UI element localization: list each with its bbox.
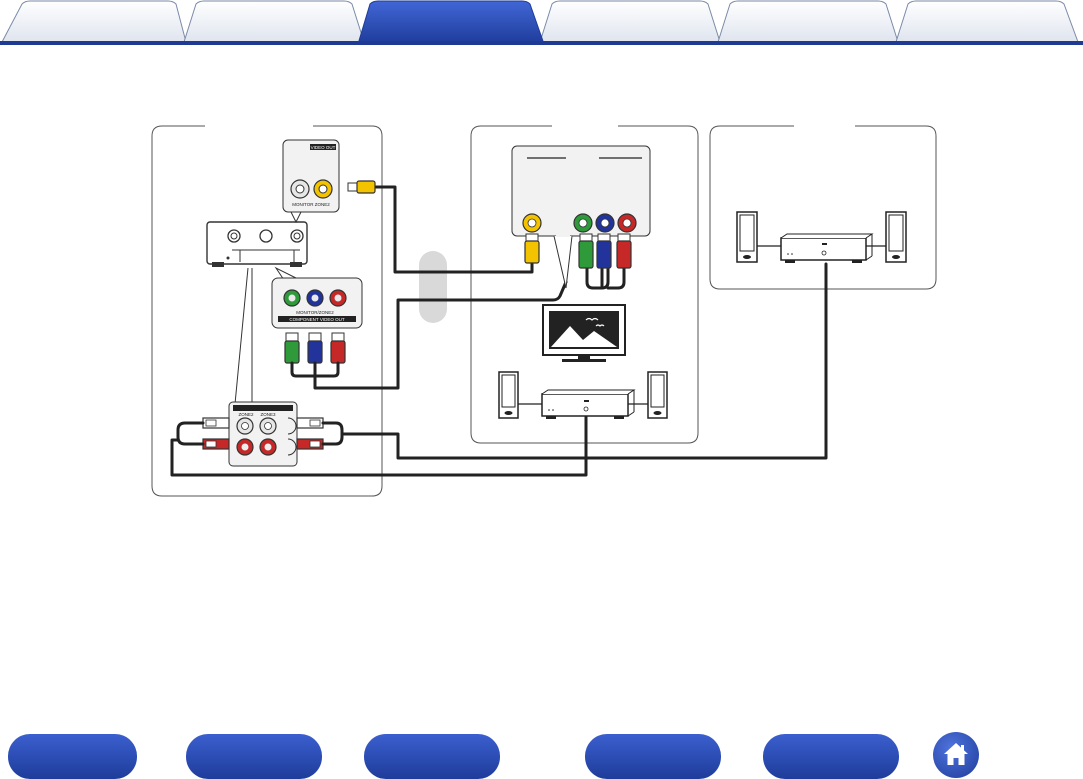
cables [170, 185, 828, 477]
tab-6 [895, 0, 1079, 43]
callout-video-out: VIDEO OUT MONITOR ZONE2 [282, 139, 340, 224]
nav-button-5[interactable] [763, 734, 899, 779]
composite-plug-receiver [347, 180, 376, 194]
tv-input-panel [511, 145, 651, 289]
audio-label-zone3: ZONE3 [260, 412, 276, 417]
tab-4 [539, 0, 721, 43]
tab-underline [0, 41, 1083, 45]
zone3-speaker-right [885, 211, 907, 263]
tab-bar [0, 0, 1083, 48]
tab-3-active [357, 0, 545, 45]
tv-plugs [524, 233, 632, 269]
audio-label-zone2: ZONE2 [238, 412, 254, 417]
video-out-label: VIDEO OUT [311, 145, 336, 150]
tab-bar-shapes [1, 0, 1079, 45]
component-label: MONITOR/ZONE2 [296, 310, 334, 315]
home-button[interactable] [933, 732, 979, 778]
connection-diagram: VIDEO OUT MONITOR ZONE2 MONITOR/ZONE2 CO… [151, 125, 937, 497]
panel-receiver [151, 125, 383, 497]
component-plugs-receiver [284, 332, 346, 364]
tab-2 [183, 0, 365, 43]
av-receiver [206, 221, 308, 267]
zone3-amplifier [757, 233, 886, 263]
tv-icon [542, 304, 626, 362]
tab-5 [717, 0, 899, 43]
nav-button-1[interactable] [8, 734, 137, 779]
audio-plugs-left [202, 417, 230, 450]
zone2-speaker-right [647, 371, 668, 419]
panel-zone3 [709, 125, 937, 290]
nav-button-4[interactable] [585, 734, 721, 779]
nav-button-3[interactable] [364, 734, 500, 779]
zone2-amplifier [518, 389, 648, 419]
callout-audio-out: ZONE2 ZONE3 [228, 401, 298, 467]
zone3-speaker-left [736, 211, 758, 263]
home-icon [944, 743, 968, 765]
callout-component-out: MONITOR/ZONE2 COMPONENT VIDEO OUT [271, 266, 363, 329]
divider-pill [419, 251, 447, 323]
video-jack-labels: MONITOR ZONE2 [292, 202, 330, 207]
audio-plugs-right [296, 417, 324, 450]
tab-1 [1, 0, 187, 43]
component-sub-label: COMPONENT VIDEO OUT [289, 317, 344, 322]
zone2-speaker-left [498, 371, 519, 419]
nav-button-2[interactable] [186, 734, 322, 779]
